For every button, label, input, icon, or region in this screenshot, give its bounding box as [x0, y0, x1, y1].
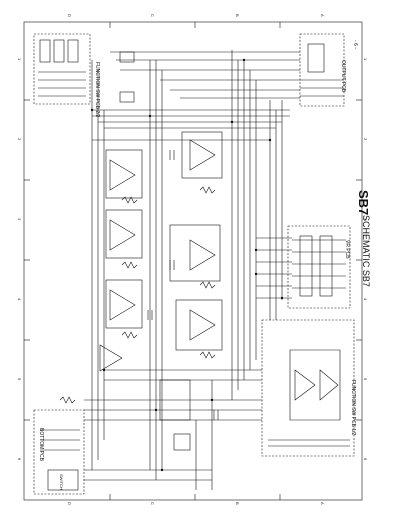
border-mark-left-0: 1 — [17, 58, 22, 61]
label-function-sw-pcb-2-2: FUNCTION SW PCB 2/2 — [94, 62, 100, 118]
sheet-subtitle: SCHEMATIC SB7 — [361, 215, 371, 287]
function-sw-pcb-1-2-block — [261, 319, 355, 457]
border-mark-right-4: 5 — [363, 378, 368, 381]
sheet-title: SB7 — [356, 190, 371, 216]
page-number: - 6 - — [352, 40, 358, 49]
border-mark-left-3: 4 — [17, 298, 22, 301]
border-mark-right-3: 4 — [363, 298, 368, 301]
vr-pcb-block — [287, 225, 351, 309]
border-mark-bottom-1: C — [150, 502, 155, 505]
function-sw-pcb-2-2-block — [33, 33, 91, 105]
output-pcb-block — [299, 33, 345, 107]
bottom-pcb-block — [33, 409, 85, 495]
border-mark-right-5: 6 — [363, 458, 368, 461]
border-mark-left-4: 5 — [17, 378, 22, 381]
label-function-sw-pcb-1-2: FUNCTION SW PCB 1/2 — [350, 380, 356, 436]
border-mark-top-1: C — [150, 14, 155, 17]
border-mark-bottom-2: B — [235, 502, 240, 505]
border-mark-left-2: 3 — [17, 218, 22, 221]
border-mark-right-1: 2 — [363, 138, 368, 141]
label-bottom-pcb: BOTTOM PCB — [38, 428, 44, 461]
border-mark-bottom-0: D — [67, 502, 72, 505]
border-mark-right-2: 3 — [363, 218, 368, 221]
label-switch: SWITCH — [59, 474, 64, 490]
label-vr-pcb: VR PCB — [344, 240, 350, 259]
border-mark-bottom-3: A — [320, 502, 325, 505]
sheet-border — [23, 21, 363, 501]
border-mark-left-1: 2 — [17, 138, 22, 141]
border-mark-left-5: 6 — [17, 458, 22, 461]
label-output-pcb: OUTPUT PCB — [340, 60, 346, 93]
switch-block — [47, 469, 79, 491]
border-mark-top-3: A — [320, 14, 325, 17]
border-mark-right-0: 1 — [363, 58, 368, 61]
border-mark-top-2: B — [235, 14, 240, 17]
border-mark-top-0: D — [67, 14, 72, 17]
